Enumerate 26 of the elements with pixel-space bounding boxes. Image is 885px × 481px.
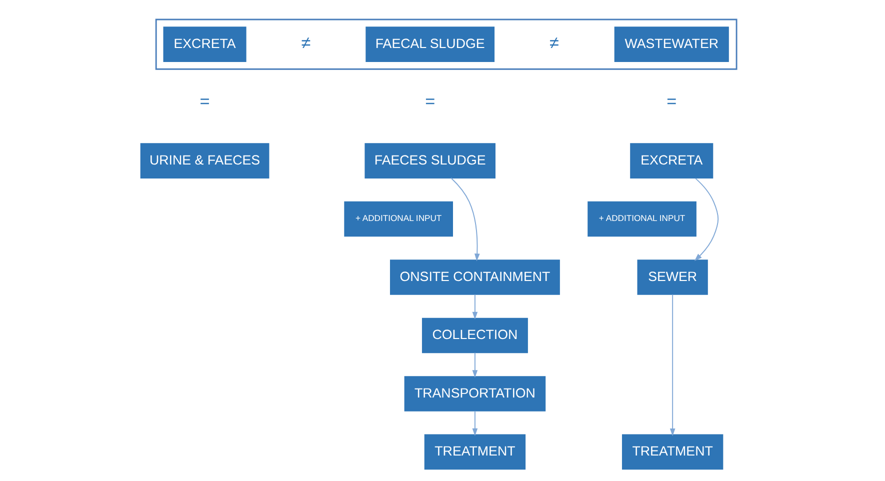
node-box: + ADDITIONAL INPUT [588,201,696,237]
label: ≠ [301,32,311,53]
cluster [155,18,738,70]
arrow [450,178,480,262]
arrow [670,294,676,436]
node-box: ONSITE CONTAINMENT [390,260,560,295]
node-box: COLLECTION [422,318,528,354]
node-box: EXCRETA [630,143,714,178]
node-box: EXCRETA [163,26,246,62]
label: = [425,90,436,111]
arrow [694,178,719,261]
node-box: TREATMENT [622,434,724,470]
node-box: TREATMENT [424,434,526,470]
node-box: URINE & FAECES [140,143,270,178]
arrow [472,410,478,436]
node-box: WASTEWATER [614,26,729,62]
node-box: SEWER [637,260,708,295]
node-box: TRANSPORTATION [404,376,546,412]
arrow [472,294,478,320]
arrow [472,352,478,378]
label: = [666,90,677,111]
label: = [200,90,210,111]
node-box: FAECAL SLUDGE [366,26,495,62]
label: ≠ [549,32,559,53]
node-box: FAECES SLUDGE [364,143,496,178]
node-box: + ADDITIONAL INPUT [344,201,453,237]
